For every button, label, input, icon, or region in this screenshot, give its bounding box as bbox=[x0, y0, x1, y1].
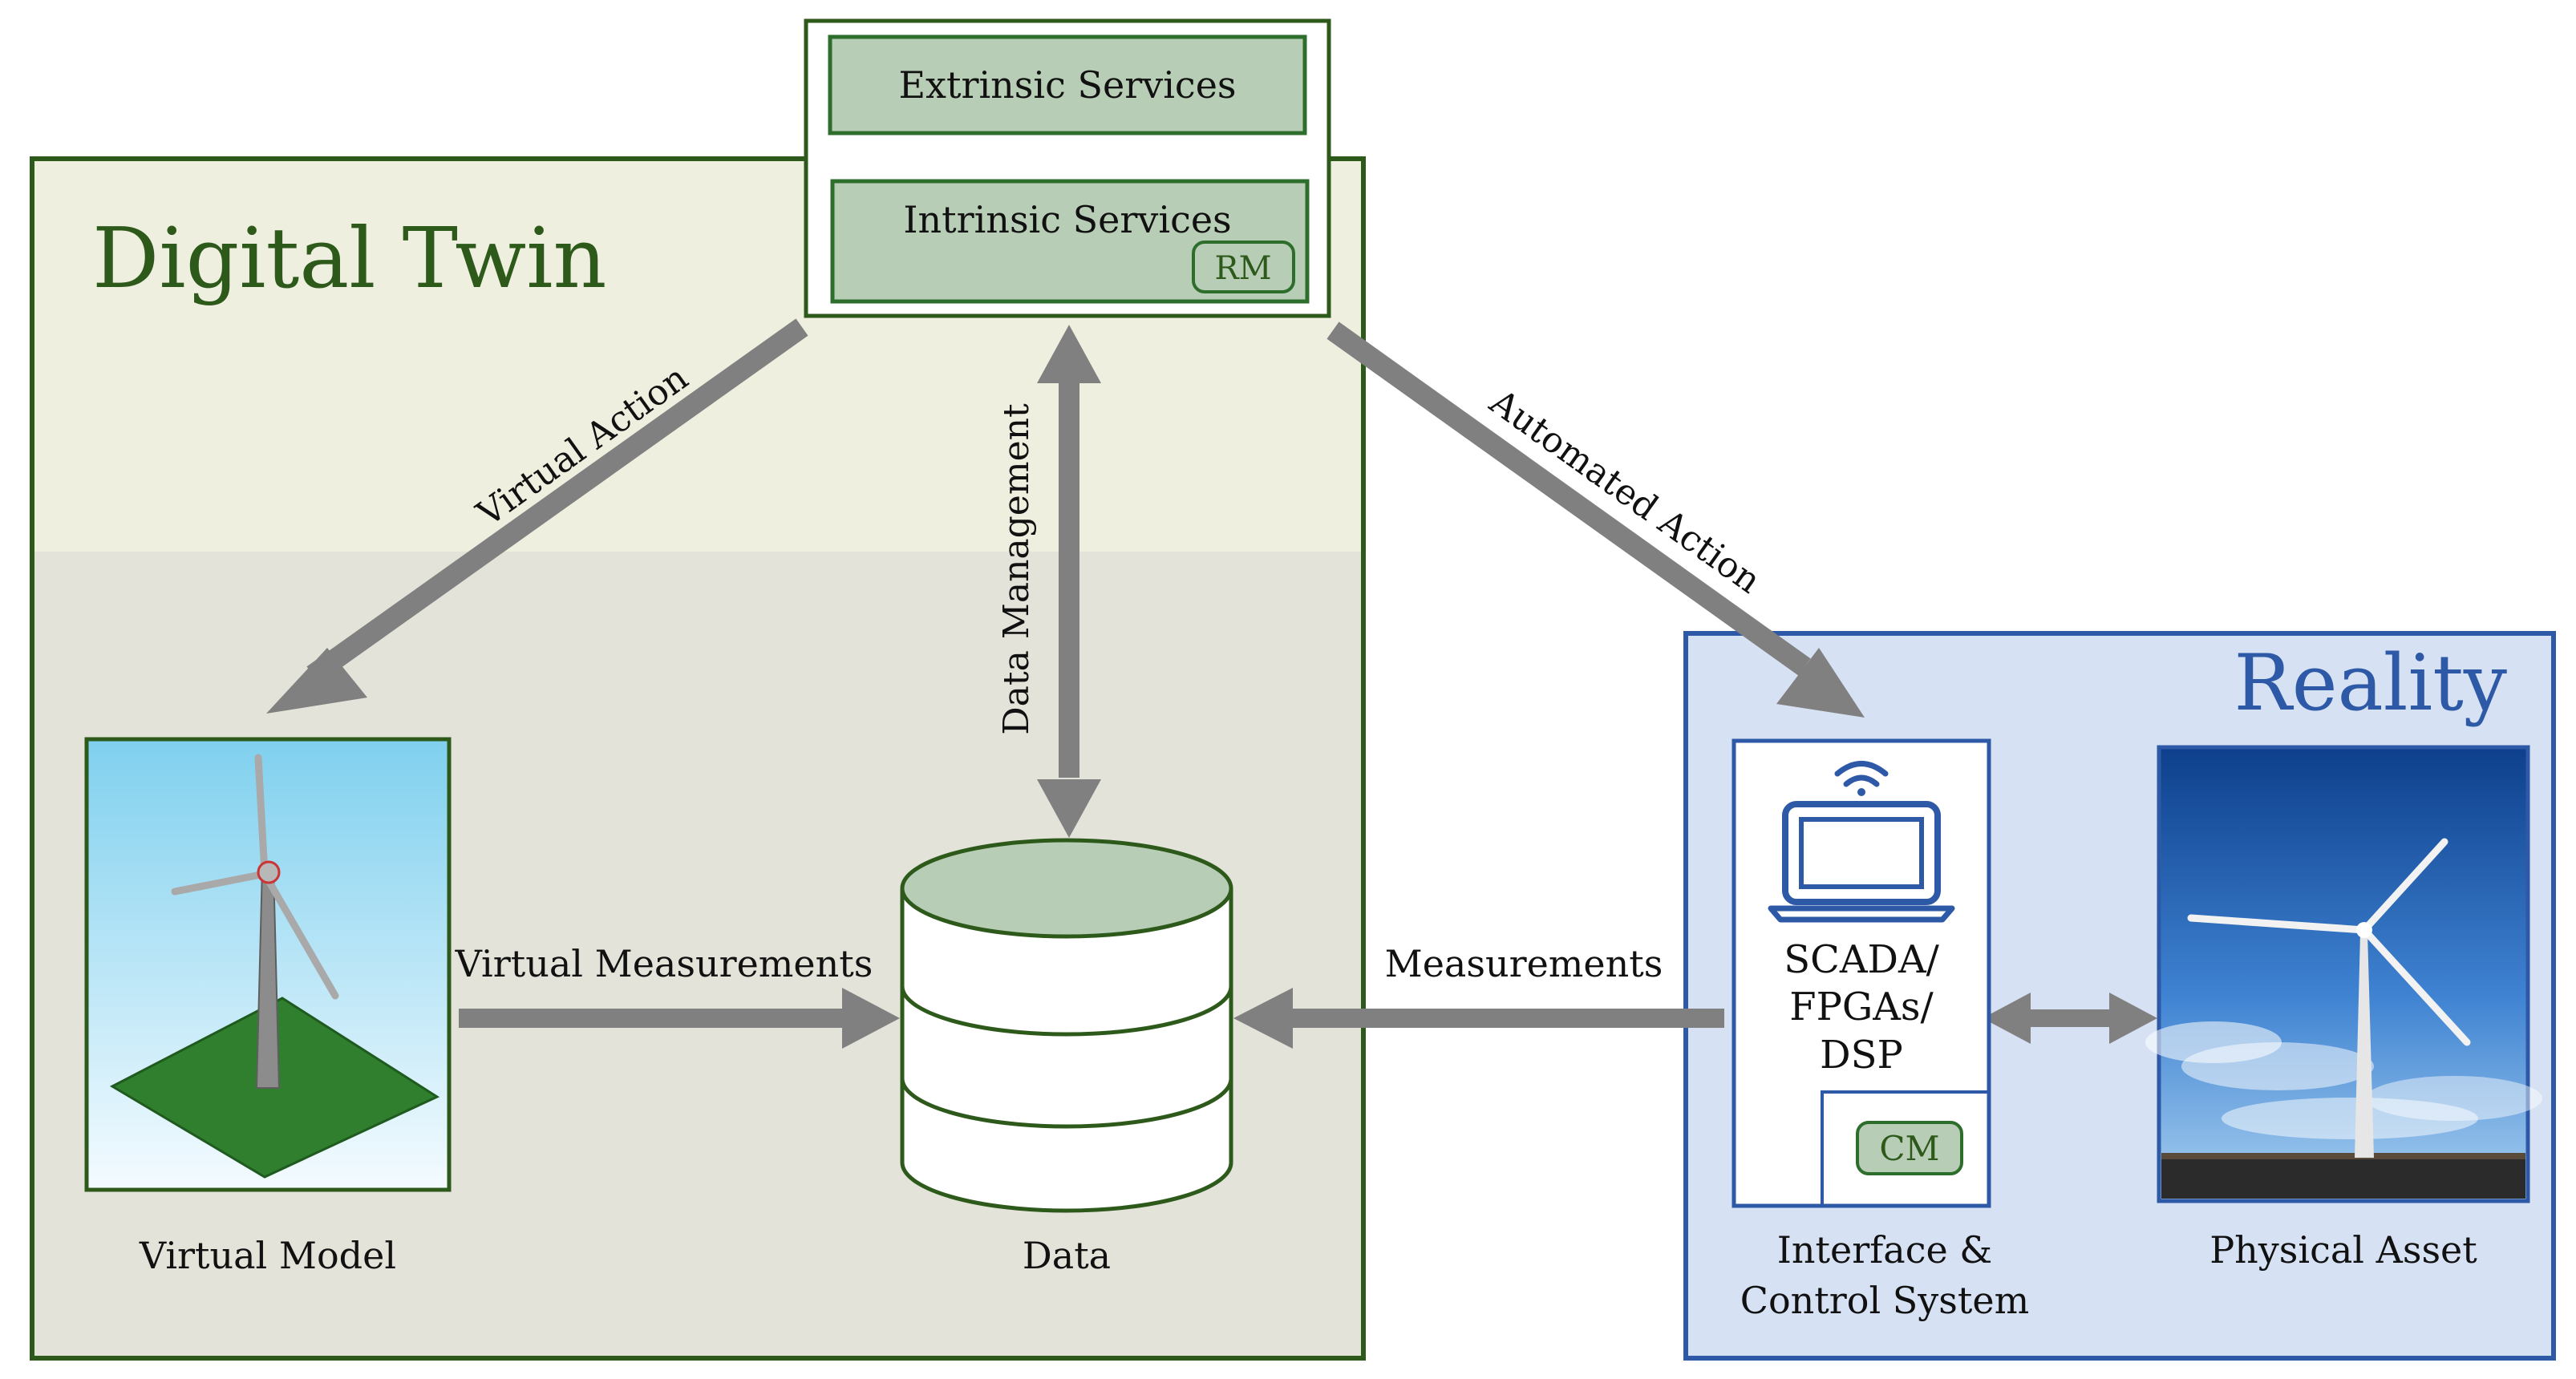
interface-control-system: SCADA/ FPGAs/ DSP CM bbox=[1732, 738, 1991, 1208]
physical-asset-tower bbox=[2355, 933, 2374, 1158]
extrinsic-services-box bbox=[828, 34, 1307, 135]
arrows bbox=[266, 318, 2157, 1049]
virtual-action-arrow bbox=[306, 318, 808, 684]
virtual-measurements-arrowhead bbox=[842, 988, 900, 1049]
measurements-label: Measurements bbox=[1385, 942, 1663, 985]
intrinsic-services-label: Intrinsic Services bbox=[903, 198, 1231, 241]
digital-twin-title: Digital Twin bbox=[92, 209, 607, 307]
data-management-label: Data Management bbox=[996, 403, 1037, 735]
wifi-icon bbox=[1834, 761, 1889, 796]
rm-badge bbox=[1192, 241, 1295, 293]
cm-badge-label: CM bbox=[1879, 1129, 1939, 1168]
virtual-model-blade-right bbox=[261, 870, 339, 1000]
laptop-icon bbox=[1768, 801, 1955, 923]
rm-badge-label: RM bbox=[1214, 250, 1271, 287]
interface-label-line1: Interface & bbox=[1777, 1228, 1993, 1272]
scada-label-line2: FPGAs/ bbox=[1789, 985, 1934, 1029]
measurements-arrowhead bbox=[1233, 988, 1293, 1049]
physical-asset-blade-up bbox=[2360, 838, 2448, 934]
virtual-measurements-label: Virtual Measurements bbox=[455, 942, 873, 985]
data-management-arrowhead-down bbox=[1037, 779, 1101, 838]
cm-subbox bbox=[1821, 1090, 1989, 1206]
data-management-arrowhead-up bbox=[1037, 325, 1101, 383]
automated-action-arrow bbox=[1326, 321, 1811, 676]
cm-badge bbox=[1856, 1121, 1963, 1175]
scada-label-line3: DSP bbox=[1820, 1033, 1903, 1078]
data-store-icon bbox=[900, 838, 1233, 1213]
extrinsic-services-label: Extrinsic Services bbox=[898, 63, 1236, 107]
automated-action-arrowhead bbox=[1776, 648, 1865, 718]
virtual-model-label: Virtual Model bbox=[139, 1234, 396, 1277]
physical-asset-photo bbox=[2145, 745, 2542, 1203]
scada-label-line1: SCADA/ bbox=[1784, 937, 1939, 982]
interface-label-line2: Control System bbox=[1740, 1279, 2029, 1322]
physical-asset-label: Physical Asset bbox=[2209, 1228, 2477, 1272]
physical-asset-blade-right bbox=[2360, 926, 2471, 1046]
interface-asset-arrowhead-right bbox=[2109, 993, 2157, 1044]
virtual-model bbox=[84, 737, 452, 1192]
virtual-action-arrowhead bbox=[266, 648, 367, 714]
automated-action-label: Automated Action bbox=[1482, 381, 1768, 601]
virtual-model-hub-icon bbox=[257, 860, 281, 884]
physical-asset-blade-left bbox=[2187, 914, 2368, 934]
services-box: Extrinsic Services Intrinsic Services RM bbox=[804, 18, 1331, 318]
virtual-model-blade-left bbox=[171, 870, 269, 896]
virtual-model-blade-up bbox=[254, 754, 269, 878]
interface-asset-arrowhead-left bbox=[1983, 993, 2031, 1044]
data-label: Data bbox=[1023, 1234, 1111, 1277]
reality-title: Reality bbox=[2234, 638, 2507, 728]
